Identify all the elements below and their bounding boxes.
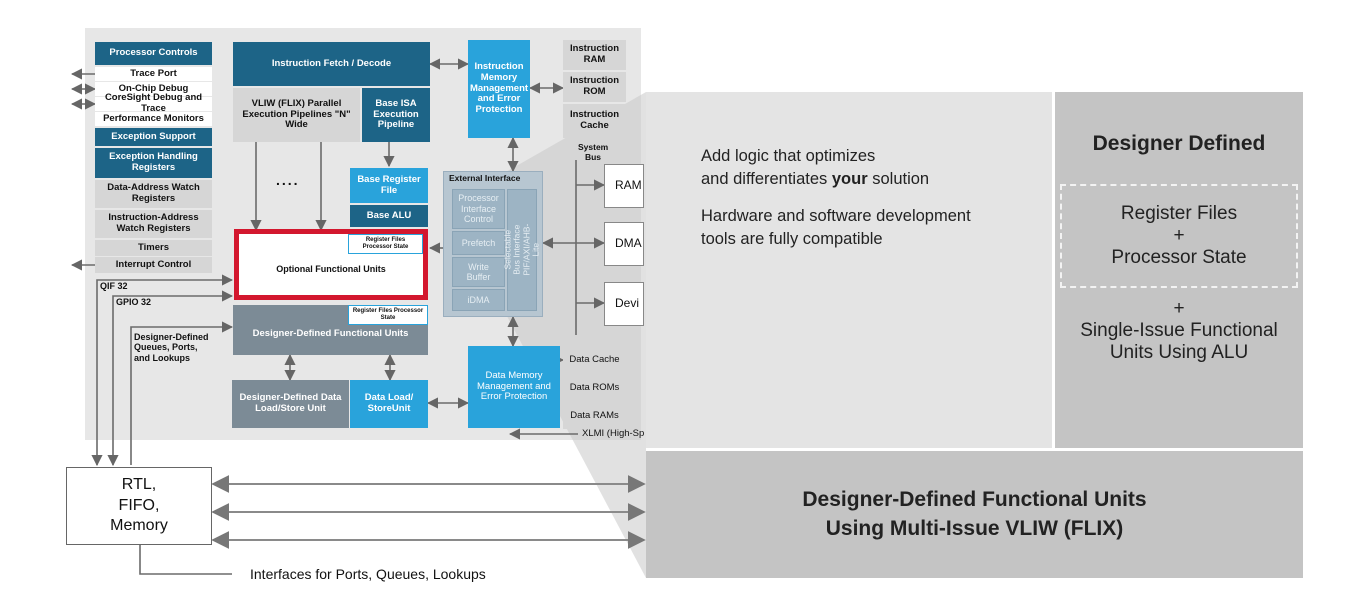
interfaces-label: Interfaces for Ports, Queues, Lookups — [250, 566, 486, 582]
instruction-fetch-block: Instruction Fetch / Decode — [233, 42, 430, 86]
designer-defined-title: Designer Defined — [1092, 132, 1266, 155]
base-alu-block: Base ALU — [350, 205, 428, 227]
gpio-label: GPIO 32 — [116, 297, 152, 307]
vliw-pipelines-block: VLIW (FLIX) Parallel Execution Pipelines… — [233, 88, 360, 142]
coresight-block: CoreSight Debug and Trace — [95, 92, 212, 114]
dma-peripheral: DMA — [604, 222, 644, 266]
queues-ports-label: Designer-Defined Queues, Ports, and Look… — [134, 332, 209, 363]
qif-label: QIF 32 — [100, 281, 128, 291]
prefetch-block: Prefetch — [452, 231, 505, 255]
rtl-fifo-memory-box: RTL, FIFO, Memory — [66, 467, 212, 545]
callout-line-2-bold: your — [831, 170, 868, 189]
instruction-ram-block: Instruction RAM — [563, 40, 626, 70]
instruction-address-watch-block: Instruction-Address Watch Registers — [95, 210, 212, 238]
onchip-debug-block: On-Chip Debug — [95, 82, 212, 96]
callout-line-1: Add logic that optimizes — [701, 147, 876, 165]
flix-line-1: Designer-Defined Functional Units — [802, 488, 1147, 512]
single-issue-text: + Single-Issue Functional Units Using AL… — [1055, 298, 1303, 364]
exception-registers-block: Exception Handling Registers — [95, 148, 212, 178]
interrupt-control-block: Interrupt Control — [95, 257, 212, 273]
idma-block: iDMA — [452, 289, 505, 311]
callout-line-2: and differentiates your solution — [701, 168, 971, 191]
xlmi-label: XLMI (High-Sp — [582, 428, 645, 439]
data-load-store-block: Data Load/ StoreUnit — [350, 380, 428, 428]
trace-port-block: Trace Port — [95, 67, 212, 81]
register-files-text: Register Files — [1120, 203, 1238, 225]
single-issue-line-2: Units Using ALU — [1109, 341, 1249, 363]
pipeline-dots: .... — [276, 172, 300, 188]
processor-interface-control-block: Processor Interface Control — [452, 189, 505, 229]
base-register-file-block: Base Register File — [350, 168, 428, 203]
base-isa-block: Base ISA Execution Pipeline — [362, 88, 430, 142]
external-interface-label: External Interface — [449, 173, 521, 183]
flix-panel: Designer-Defined Functional Units Using … — [646, 451, 1303, 578]
callout-text-panel — [646, 92, 1052, 448]
plus-sign: + — [1173, 225, 1185, 247]
instruction-rom-block: Instruction ROM — [563, 72, 626, 102]
register-files-dashed-box: Register Files + Processor State — [1060, 184, 1298, 288]
processor-state-text: Processor State — [1111, 246, 1247, 268]
performance-monitors-block: Performance Monitors — [95, 112, 212, 126]
system-bus-label: System Bus — [578, 142, 609, 162]
write-buffer-block: Write Buffer — [452, 257, 505, 287]
callout-line-4: tools are fully compatible — [701, 230, 883, 249]
single-issue-line-1: Single-Issue Functional — [1080, 319, 1278, 341]
register-files-tag-2: Register Files Processor State — [348, 305, 428, 325]
ram-peripheral: RAM — [604, 164, 644, 208]
flix-line-2: Using Multi-Issue VLIW (FLIX) — [825, 516, 1124, 540]
processor-controls-block: Processor Controls — [95, 42, 212, 65]
callout-line-2-pre: and differentiates — [701, 170, 832, 189]
device-peripheral: Devi — [604, 282, 644, 326]
dd-load-store-block: Designer-Defined Data Load/Store Unit — [232, 380, 349, 428]
designer-defined-panel — [1055, 92, 1303, 448]
timers-block: Timers — [95, 240, 212, 256]
exception-support-block: Exception Support — [95, 128, 212, 146]
plus-sign-2: + — [1173, 298, 1185, 319]
callout-line-2-post: solution — [867, 170, 930, 189]
data-rams-block: Data RAMs — [563, 403, 626, 429]
bus-interface-block: Selectable Bus Interface PIF/AXI/AHB-Lit… — [502, 189, 540, 311]
bus-interface-label: Selectable Bus Interface PIF/AXI/AHB-Lit… — [502, 224, 541, 276]
instruction-memory-block: Instruction Memory Management and Error … — [468, 40, 530, 138]
data-cache-block: Data Cache — [563, 347, 626, 373]
data-memory-block: Data Memory Management and Error Protect… — [468, 346, 560, 428]
data-address-watch-block: Data-Address Watch Registers — [95, 180, 212, 208]
instruction-cache-block: Instruction Cache — [563, 104, 626, 138]
register-files-tag: Register Files Processor State — [348, 234, 423, 254]
callout-line-3: Hardware and software development — [701, 207, 971, 226]
callout-description: Add logic that optimizes and differentia… — [701, 145, 971, 251]
data-roms-block: Data ROMs — [563, 375, 626, 401]
